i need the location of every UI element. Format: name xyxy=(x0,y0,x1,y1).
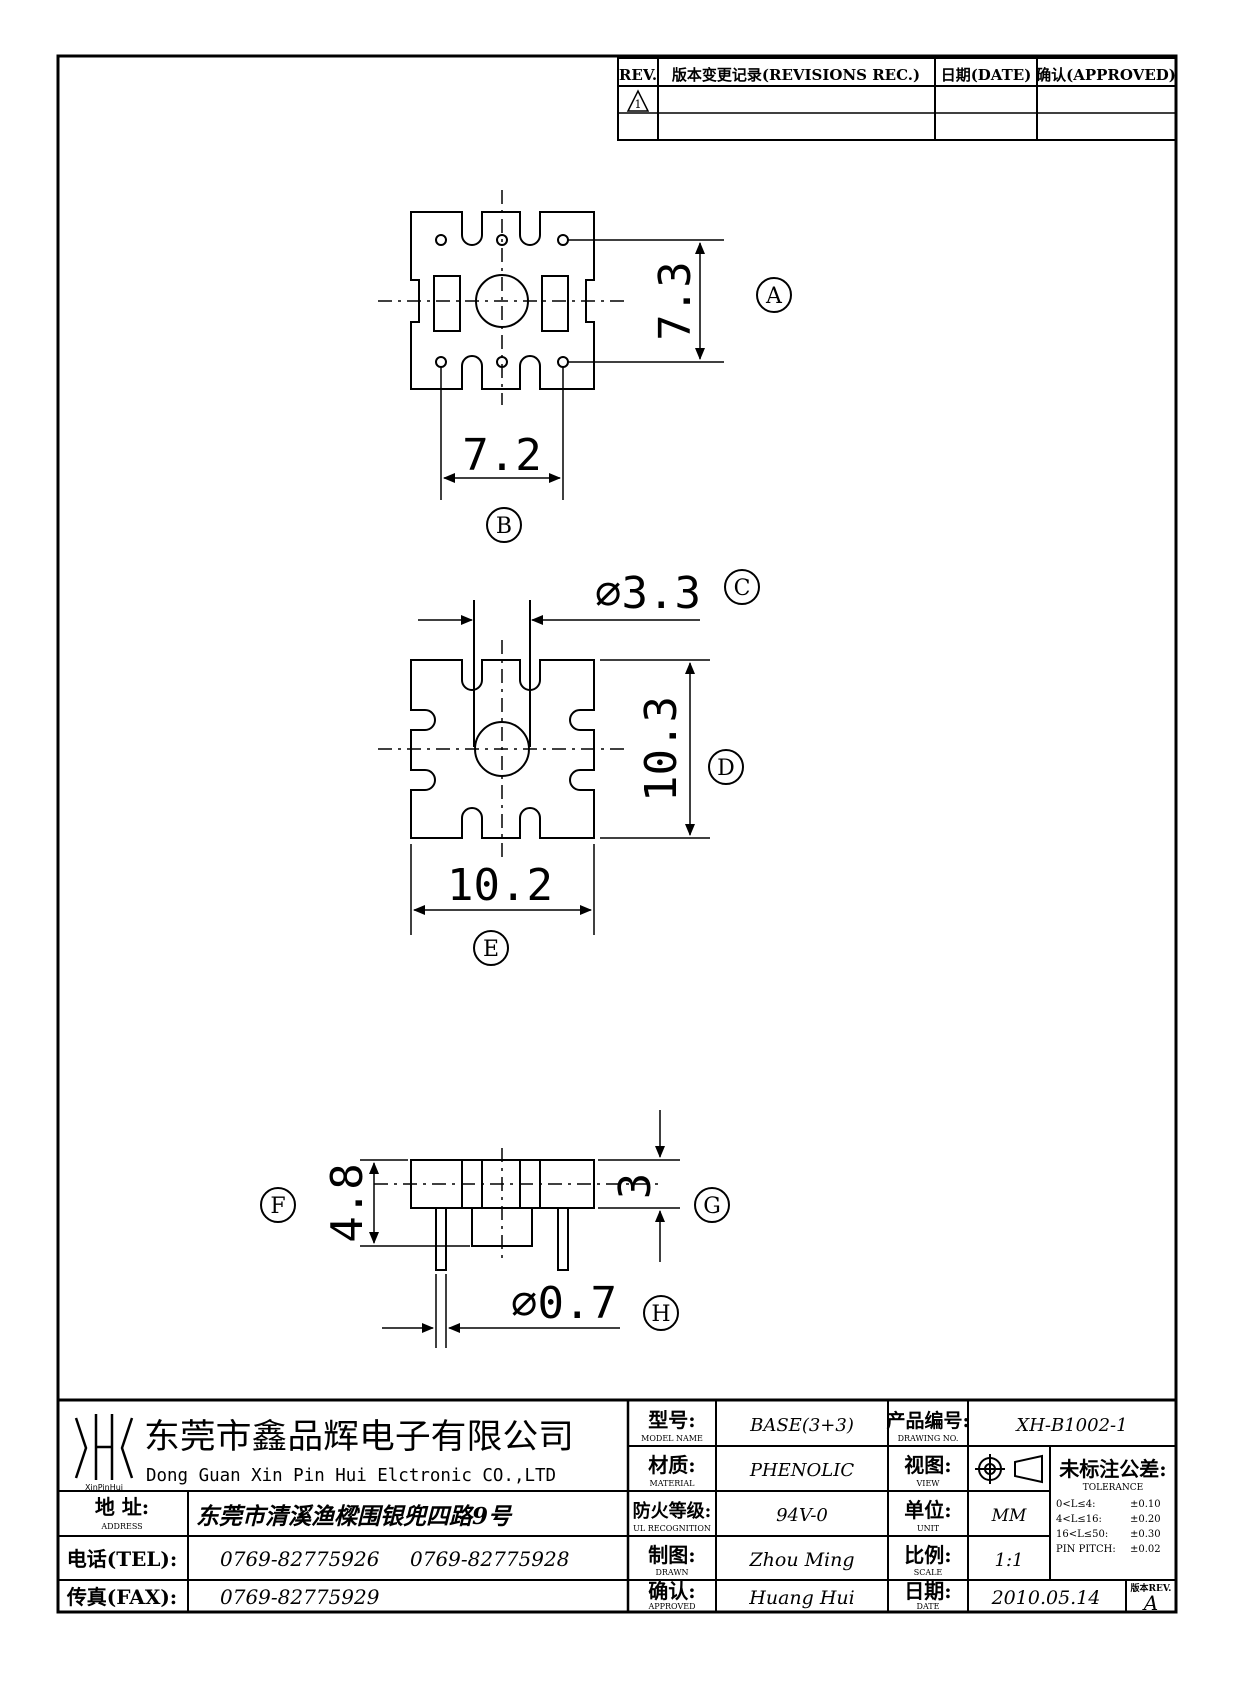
rev-col-header: REV. xyxy=(619,66,657,84)
date-label-en: DATE xyxy=(917,1602,940,1611)
dimension-g xyxy=(598,1110,680,1262)
callout-a-label: A xyxy=(765,284,783,309)
date-label: 日期: xyxy=(904,1579,951,1603)
tel-value-2: 0769-82775928 xyxy=(410,1547,569,1571)
drawn-label-en: DRAWN xyxy=(655,1568,688,1577)
approved-col-header: 确认(APPROVED) xyxy=(1036,66,1176,84)
revision-triangle-icon xyxy=(626,89,650,112)
revision-table: REV. 版本变更记录(REVISIONS REC.) 日期(DATE) 确认(… xyxy=(617,57,1177,141)
approved-value: Huang Hui xyxy=(748,1587,854,1609)
dimension-e-value: 10.2 xyxy=(447,860,553,911)
tel-value-1: 0769-82775926 xyxy=(220,1547,380,1571)
bottom-view-centerlines xyxy=(378,190,626,405)
view-label: 视图: xyxy=(904,1453,951,1477)
callout-g-circle xyxy=(694,1187,730,1223)
unit-label-en: UNIT xyxy=(917,1524,940,1533)
fire-rating-label: 防火等级: xyxy=(633,1500,712,1522)
tolerance-range-3: 16<L≤50: xyxy=(1056,1529,1108,1540)
model-label: 型号: xyxy=(648,1408,695,1432)
callout-b-circle xyxy=(486,507,522,543)
dimension-a-value: 7.3 xyxy=(650,261,701,340)
fire-rating-value: 94V-0 xyxy=(776,1505,828,1526)
callout-f-label: F xyxy=(270,1194,285,1219)
dimension-a xyxy=(568,239,724,363)
tel-label: 电话(TEL): xyxy=(67,1547,178,1571)
dimension-b-value: 7.2 xyxy=(462,430,541,481)
dimension-b xyxy=(440,367,564,500)
scale-label-en: SCALE xyxy=(914,1568,943,1577)
dimension-d-value: 10.3 xyxy=(636,696,687,802)
revision-mark: 1 xyxy=(635,98,642,111)
title-block-grid xyxy=(58,1398,1176,1612)
drawing-no-value: XH-B1002-1 xyxy=(1014,1415,1127,1436)
drawn-label: 制图: xyxy=(648,1543,695,1567)
model-label-en: MODEL NAME xyxy=(641,1434,703,1443)
callout-h-label: H xyxy=(651,1302,670,1327)
tolerance-value-1: ±0.10 xyxy=(1130,1499,1161,1510)
approved-label-en: APPROVED xyxy=(647,1602,695,1611)
unit-label: 单位: xyxy=(904,1498,951,1522)
dimension-f xyxy=(360,1159,470,1247)
unit-value: MM xyxy=(991,1506,1027,1526)
dimension-f-value: 4.8 xyxy=(322,1163,373,1242)
tolerance-title-en: TOLERANCE xyxy=(1083,1483,1144,1493)
dimension-g-value: 3 xyxy=(610,1173,661,1200)
date-value: 2010.05.14 xyxy=(991,1587,1101,1609)
approved-label: 确认: xyxy=(648,1579,695,1603)
drawn-value: Zhou Ming xyxy=(748,1549,854,1571)
tolerance-range-1: 0<L≤4: xyxy=(1056,1499,1096,1510)
material-label-en: MATERIAL xyxy=(650,1479,696,1488)
drawing-no-label-en: DRAWING NO. xyxy=(898,1434,959,1443)
callout-c-circle xyxy=(724,569,760,605)
scale-value: 1:1 xyxy=(995,1550,1024,1571)
dimension-d xyxy=(600,659,710,839)
material-value: PHENOLIC xyxy=(749,1460,855,1481)
callout-d-label: D xyxy=(717,756,735,781)
dimension-h-value: ⌀0.7 xyxy=(511,1278,617,1329)
fax-label: 传真(FAX): xyxy=(66,1585,177,1609)
dimension-h xyxy=(382,1274,620,1348)
tolerance-range-4: PIN PITCH: xyxy=(1056,1544,1116,1555)
company-logo xyxy=(74,1414,134,1480)
drawing-no-label: 产品编号: xyxy=(886,1409,969,1432)
callout-a-circle xyxy=(756,277,792,313)
model-value: BASE(3+3) xyxy=(749,1415,854,1436)
callout-b-label: B xyxy=(496,514,512,539)
callout-e-label: E xyxy=(483,937,499,962)
address-label-en: ADDRESS xyxy=(100,1522,142,1531)
callout-c-label: C xyxy=(734,576,751,601)
tolerance-value-3: ±0.30 xyxy=(1130,1529,1161,1540)
logo-text: XinPinHui xyxy=(85,1483,123,1492)
callout-d-circle xyxy=(708,749,744,785)
callout-h-circle xyxy=(643,1295,679,1331)
third-angle-projection-icon xyxy=(975,1454,1043,1484)
fax-value: 0769-82775929 xyxy=(220,1585,380,1609)
fire-rating-label-en: UL RECOGNITION xyxy=(633,1524,711,1533)
material-label: 材质: xyxy=(648,1453,695,1477)
scale-label: 比例: xyxy=(904,1543,951,1567)
view-label-en: VIEW xyxy=(916,1479,941,1488)
address-value: 东莞市清溪渔樑围银兜四路9号 xyxy=(196,1503,513,1530)
company-name-cn: 东莞市鑫品辉电子有限公司 xyxy=(144,1417,574,1457)
callout-e-circle xyxy=(473,930,509,966)
dimension-c-value: ⌀3.3 xyxy=(595,568,701,619)
version-value: A xyxy=(1142,1591,1158,1615)
date-col-header: 日期(DATE) xyxy=(941,66,1032,84)
version-label: 版本REV. xyxy=(1130,1582,1172,1594)
revisions-col-header: 版本变更记录(REVISIONS REC.) xyxy=(672,66,920,84)
side-view-centerlines xyxy=(374,1148,660,1262)
callout-g-label: G xyxy=(703,1194,721,1219)
company-name-en: Dong Guan Xin Pin Hui Elctronic CO.,LTD xyxy=(146,1465,556,1486)
callout-f-circle xyxy=(260,1187,296,1223)
top-view-centerlines xyxy=(378,640,626,860)
tolerance-value-4: ±0.02 xyxy=(1130,1544,1161,1555)
tolerance-range-2: 4<L≤16: xyxy=(1056,1514,1102,1525)
dimension-e xyxy=(410,844,595,935)
tolerance-value-2: ±0.20 xyxy=(1130,1514,1161,1525)
drawing-border xyxy=(56,54,1178,1614)
address-label: 地 址: xyxy=(95,1495,149,1519)
tolerance-title: 未标注公差: xyxy=(1059,1457,1166,1481)
